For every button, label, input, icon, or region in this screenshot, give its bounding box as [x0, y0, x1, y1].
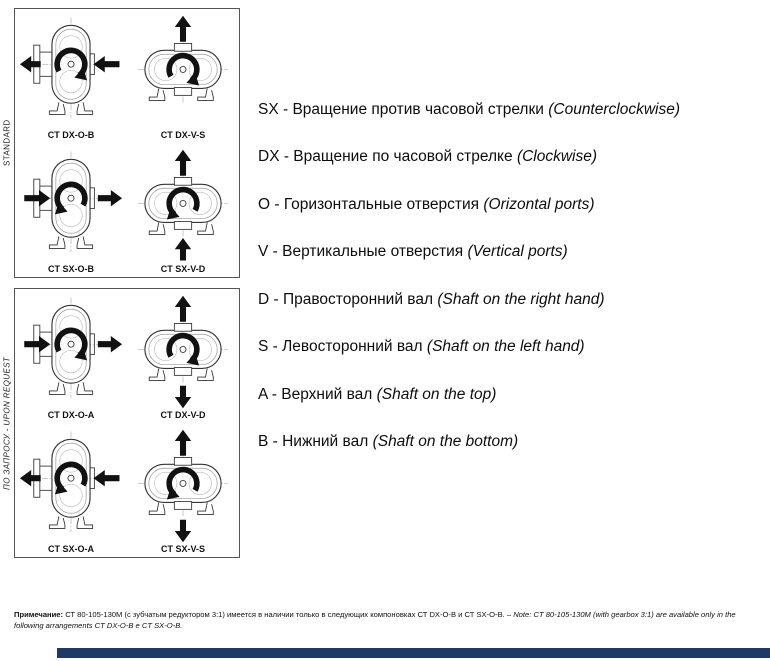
panel-upon-request-side-label: ПО ЗАПРОСУ - UPON REQUEST — [2, 356, 12, 490]
pump-drawing — [24, 151, 123, 252]
legend-text-ru: D - Правосторонний вал — [258, 290, 438, 308]
legend-item-D: D - Правосторонний вал (Shaft on the rig… — [258, 290, 764, 310]
footnote-english-text: Note: CT 80-105-130M (with gearbox 3:1) … — [14, 610, 736, 630]
legend-text-ru: S - Левосторонний вал — [258, 338, 427, 356]
pump-diagram: CT SX-V-D — [131, 148, 235, 277]
pump-label: CT DX-O-B — [47, 130, 95, 140]
port-arrow-right-out — [97, 189, 123, 207]
legend-text-ru: A - Верхний вал — [258, 385, 377, 403]
pump-drawing — [19, 17, 120, 118]
rotation-arrow-clockwise-icon — [166, 332, 200, 366]
legend-item-O: O - Горизонтальные отверстия (Orizontal … — [258, 195, 764, 215]
port-arrow-left-out — [19, 469, 41, 487]
legend-text-ru: O - Горизонтальные отверстия — [258, 195, 484, 213]
rotation-arrow-counterclockwise-icon — [54, 181, 88, 215]
pump-diagram: CT DX-O-A — [19, 294, 123, 423]
bottom-bar — [57, 648, 770, 658]
legend-item-V: V - Вертикальные отверстия (Vertical por… — [258, 242, 764, 262]
panel-standard: STANDARD CT DX-O-B CT DX-V-S CT SX-O-B CT S… — [3, 8, 240, 278]
legend-text-en: (Shaft on the right hand) — [437, 290, 605, 308]
legend-item-A: A - Верхний вал (Shaft on the top) — [258, 385, 764, 405]
pump-drawing — [19, 431, 120, 532]
rotation-arrow-clockwise-icon — [166, 52, 200, 86]
pump-drawing — [24, 297, 123, 398]
pump-label: CT DX-V-S — [160, 130, 206, 140]
legend-text-en: (Counterclockwise) — [548, 101, 681, 118]
legend-text-en: (Clockwise) — [516, 148, 598, 166]
pump-label: CT SX-O-A — [48, 544, 94, 554]
port-arrow-bottom-out — [174, 519, 192, 543]
pump-diagram: CT DX-O-B — [19, 14, 123, 143]
pump-label: CT SX-V-D — [160, 264, 206, 274]
port-arrow-bottom-in — [174, 238, 192, 261]
port-arrow-top-out — [174, 295, 192, 322]
legend-text-ru: DX - Вращение по часовой стрелке — [258, 148, 517, 166]
pump-drawing — [137, 429, 229, 543]
panel-standard-box: CT DX-O-B CT DX-V-S CT SX-O-B CT SX-V-D — [14, 8, 240, 278]
pump-drawing — [137, 15, 229, 105]
pump-diagram: CT DX-V-S — [131, 14, 235, 143]
port-arrow-right-in — [93, 469, 120, 487]
legend-text-en: (Orizontal ports) — [483, 195, 595, 213]
pump-diagram: CT SX-V-S — [131, 428, 235, 557]
pump-diagram: CT DX-V-D — [131, 294, 235, 423]
port-arrow-right-in — [93, 55, 120, 73]
panel-upon-request-box: CT DX-O-A CT DX-V-D CT SX-O-A CT SX-V-S — [14, 288, 240, 558]
rotation-arrow-counterclockwise-icon — [54, 461, 88, 495]
pump-label: CT SX-V-S — [160, 544, 205, 554]
port-arrow-top-out — [174, 149, 192, 176]
rotation-arrow-counterclockwise-icon — [166, 466, 200, 500]
port-arrow-bottom-out — [174, 385, 192, 409]
pump-diagram: CT SX-O-B — [19, 148, 123, 277]
port-arrow-top-out — [174, 15, 192, 42]
legend-text-en: (Shaft on the left hand) — [426, 338, 585, 356]
footnote-label: Примечание: — [14, 610, 64, 619]
port-arrow-left-out — [19, 55, 41, 73]
port-arrow-left-in — [24, 189, 51, 207]
pump-drawing — [137, 295, 229, 409]
legend-text-ru: B - Нижний вал — [258, 433, 373, 451]
panel-standard-side-label: STANDARD — [2, 119, 12, 167]
rotation-arrow-clockwise-icon — [54, 327, 88, 361]
port-arrow-top-out — [174, 429, 192, 456]
legend-item-DX: DX - Вращение по часовой стрелке (Clockw… — [258, 147, 764, 167]
port-arrow-right-out — [97, 335, 123, 353]
pump-diagram: CT SX-O-A — [19, 428, 123, 557]
pump-label: CT SX-O-B — [48, 264, 94, 274]
legend-text-en: (Shaft on the top) — [376, 385, 497, 403]
legend-text-en: (Shaft on the bottom) — [372, 433, 519, 451]
rotation-arrow-clockwise-icon — [54, 47, 88, 81]
legend: SX - Вращение против часовой стрелки (Co… — [258, 100, 764, 480]
legend-text-ru: V - Вертикальные отверстия — [258, 243, 468, 261]
legend-item-B: B - Нижний вал (Shaft on the bottom) — [258, 432, 764, 452]
legend-text-ru: SX - Вращение против часовой стрелки — [258, 101, 549, 118]
pump-label: CT DX-V-D — [160, 410, 206, 420]
pump-drawing — [137, 149, 229, 261]
legend-item-S: S - Левосторонний вал (Shaft on the left… — [258, 337, 764, 357]
footnote: Примечание: СТ 80-105-130М (с зубчатым р… — [14, 610, 766, 631]
legend-item-SX: SX - Вращение против часовой стрелки (Co… — [258, 100, 764, 120]
rotation-arrow-counterclockwise-icon — [166, 186, 200, 220]
legend-text-en: (Vertical ports) — [467, 243, 568, 261]
pump-label: CT DX-O-A — [47, 410, 95, 420]
footnote-russian-text: СТ 80-105-130М (с зубчатым редуктором 3:… — [65, 610, 512, 619]
port-arrow-left-in — [24, 335, 51, 353]
